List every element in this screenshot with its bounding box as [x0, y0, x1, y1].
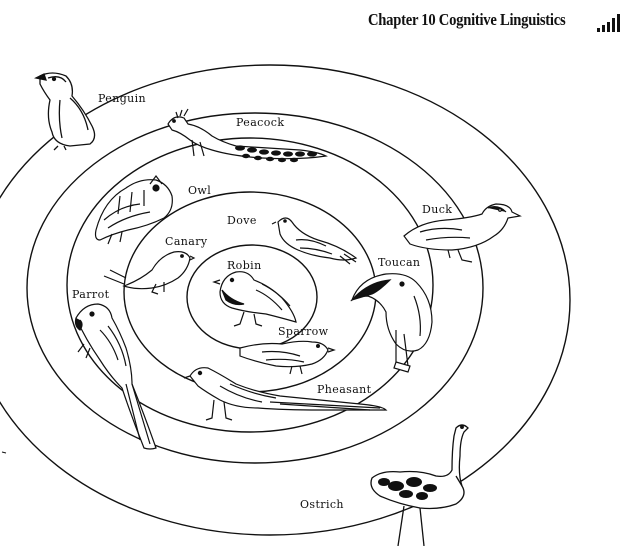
penguin-illustration — [34, 72, 96, 151]
label-toucan: Toucan — [378, 256, 420, 269]
label-owl: Owl — [188, 184, 211, 197]
third-ring — [66, 137, 434, 433]
robin-illustration — [212, 271, 297, 327]
parrot-illustration — [74, 303, 157, 450]
label-dove: Dove — [227, 214, 257, 227]
label-penguin: Penguin — [98, 92, 146, 105]
label-robin: Robin — [227, 259, 262, 272]
label-peacock: Peacock — [236, 116, 284, 129]
outer-ring — [0, 64, 571, 536]
duck-illustration — [403, 203, 522, 263]
canary-illustration — [103, 251, 196, 295]
fourth-ring — [26, 112, 484, 464]
sparrow-illustration — [239, 340, 336, 375]
page-header: Chapter 10 Cognitive Linguistics — [368, 10, 566, 29]
pheasant-illustration — [183, 367, 388, 421]
label-sparrow: Sparrow — [278, 325, 329, 338]
label-parrot: Parrot — [72, 288, 110, 301]
bar-chart-icon — [597, 14, 620, 32]
peacock-illustration — [167, 108, 328, 163]
ostrich-illustration — [370, 424, 469, 546]
label-duck: Duck — [422, 203, 452, 216]
dove-illustration — [271, 217, 358, 265]
owl-illustration — [94, 175, 173, 245]
label-canary: Canary — [165, 235, 208, 248]
label-pheasant: Pheasant — [317, 383, 372, 396]
toucan-illustration — [350, 273, 433, 373]
label-ostrich: Ostrich — [300, 498, 344, 511]
